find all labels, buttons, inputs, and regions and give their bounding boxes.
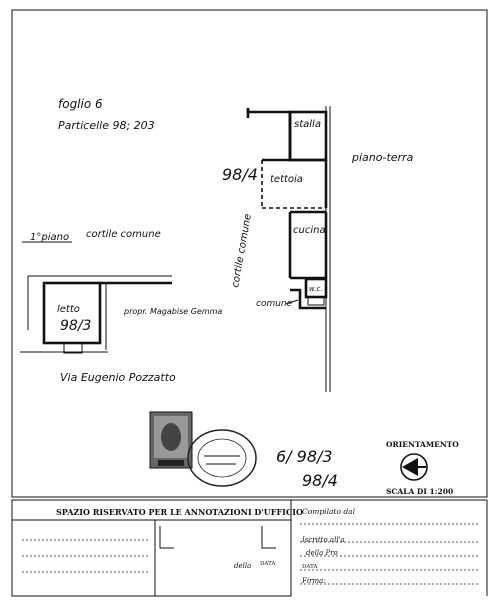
della-pro-label: della Pro xyxy=(306,549,338,557)
cortile-comune-label: cortile comune xyxy=(86,229,161,240)
ref-line1: 6/ 98/3 xyxy=(276,447,333,466)
compilato-label: Compilato dal xyxy=(302,507,356,516)
stamp-round xyxy=(187,429,257,487)
orientamento-label: ORIENTAMENTO xyxy=(386,440,459,449)
primo-piano-label: 1°piano xyxy=(30,232,69,243)
comune-label: comune xyxy=(256,299,293,309)
room-tettoia: tettoia xyxy=(270,174,303,185)
data-label-left: DATA xyxy=(260,561,276,567)
room-wc: w.c. xyxy=(309,285,323,293)
della-label: della xyxy=(234,562,251,570)
sheet-frame xyxy=(11,9,488,498)
parcel-98-4-label: 98/4 xyxy=(222,165,258,184)
room-stalla: stalla xyxy=(294,119,321,130)
first-floor-building xyxy=(20,275,172,354)
scala-label: SCALA DI 1:200 xyxy=(386,487,453,496)
room-cucina: cucina xyxy=(293,225,326,236)
particelle-label: Particelle 98; 203 xyxy=(58,119,155,132)
piano-terra-label: piano-terra xyxy=(351,151,414,164)
office-annotations-area xyxy=(11,499,488,597)
stamp-revenue xyxy=(149,411,193,469)
riservato-label: SPAZIO RISERVATO PER LE ANNOTAZIONI D'UF… xyxy=(56,507,303,517)
proprieta-label: propr. Magabise Gemma xyxy=(123,307,222,316)
room-letto: letto xyxy=(57,304,80,315)
ground-floor-building xyxy=(246,106,331,392)
via-label: Via Eugenio Pozzatto xyxy=(60,371,176,384)
ref-line2: 98/4 xyxy=(302,471,338,490)
parcel-98-3-label: 98/3 xyxy=(60,318,91,334)
cortile-comune-vertical-label: cortile comune xyxy=(230,213,254,289)
foglio-label: foglio 6 xyxy=(58,97,103,111)
north-arrow-icon xyxy=(400,453,428,481)
data-label-right: DATA xyxy=(302,564,318,570)
firma-label: Firma: xyxy=(301,577,326,585)
iscritto-label: Iscritto all'a xyxy=(301,536,345,544)
